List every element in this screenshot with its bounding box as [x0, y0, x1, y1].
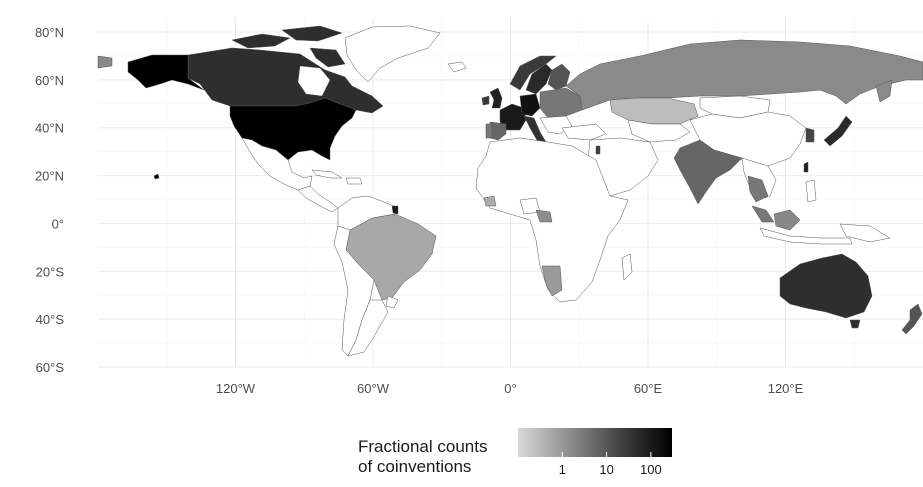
- eastern-europe: [539, 87, 583, 119]
- country-canada: [187, 47, 384, 114]
- country-canada-baffin: [309, 47, 346, 68]
- country-usa: [229, 97, 357, 161]
- country-malaysia: [751, 205, 775, 223]
- legend-ticks: 1 10 100: [559, 452, 662, 477]
- countries: [97, 25, 923, 357]
- y-tick-label: 20°S: [36, 264, 65, 279]
- country-australia: [779, 253, 873, 319]
- legend-colorbar: [518, 428, 672, 457]
- country-gabon: [535, 209, 553, 223]
- country-russia-kamchatka: [875, 79, 893, 103]
- y-tick-label: 80°N: [35, 25, 64, 40]
- country-germany: [519, 93, 541, 117]
- x-tick-label: 60°E: [634, 381, 663, 396]
- legend-tick-label: 100: [640, 462, 662, 477]
- y-tick-label: 60°N: [35, 73, 64, 88]
- south-america-south: [347, 299, 389, 357]
- country-uk: [489, 87, 503, 109]
- x-axis-labels: 120°W 60°W 0° 60°E 120°E: [216, 381, 804, 396]
- country-australia-tasmania: [849, 319, 861, 329]
- legend-tick-label: 10: [599, 462, 613, 477]
- y-tick-label: 40°N: [35, 121, 64, 136]
- country-south-korea: [805, 127, 815, 143]
- country-papua-new-guinea: [839, 223, 891, 243]
- country-kazakhstan: [609, 97, 699, 125]
- country-namibia: [541, 265, 563, 297]
- country-norway: [509, 55, 557, 91]
- y-tick-label: 40°S: [36, 312, 65, 327]
- country-ireland: [481, 95, 490, 106]
- country-usa-hawaii: [153, 173, 160, 180]
- country-portugal: [485, 123, 493, 139]
- country-cuba: [311, 169, 343, 179]
- country-russia-far-east: [97, 55, 113, 69]
- country-uruguay: [385, 295, 399, 309]
- x-tick-label: 60°W: [357, 381, 390, 396]
- country-greenland: [344, 25, 441, 83]
- country-indonesia-borneo: [773, 209, 801, 231]
- legend-title-line2: of coinventions: [358, 457, 471, 476]
- country-madagascar: [621, 253, 633, 281]
- country-india: [673, 139, 743, 205]
- country-canada-arctic-islands-2: [281, 25, 343, 42]
- y-tick-label: 20°N: [35, 169, 64, 184]
- country-iceland: [447, 61, 467, 73]
- country-spain: [489, 121, 507, 141]
- x-tick-label: 120°W: [216, 381, 256, 396]
- country-thailand-vietnam: [747, 175, 769, 203]
- y-tick-label: 60°S: [36, 360, 65, 375]
- country-usa-alaska: [127, 54, 205, 91]
- x-tick-label: 120°E: [768, 381, 804, 396]
- y-axis-labels: 80°N 60°N 40°N 20°N 0° 20°S 40°S 60°S: [35, 25, 64, 375]
- country-canada-arctic-islands-1: [231, 33, 291, 49]
- country-israel: [595, 145, 601, 155]
- country-new-zealand: [901, 303, 923, 335]
- country-philippines: [805, 179, 817, 203]
- y-tick-label: 0°: [52, 216, 64, 231]
- central-asia: [627, 119, 691, 143]
- legend-title-line1: Fractional counts: [358, 437, 487, 456]
- country-japan: [823, 115, 853, 147]
- country-indonesia: [759, 227, 853, 245]
- legend: Fractional counts of coinventions 1 10 100: [358, 428, 672, 477]
- legend-tick-label: 1: [559, 462, 566, 477]
- country-turkey: [561, 123, 607, 141]
- country-mexico: [241, 137, 313, 191]
- country-taiwan: [803, 161, 809, 173]
- hudson-bay: [297, 65, 331, 97]
- country-west-africa-coast: [483, 195, 497, 207]
- caribbean-islands: [345, 177, 363, 185]
- country-french-guiana: [391, 205, 399, 215]
- x-tick-label: 0°: [504, 381, 516, 396]
